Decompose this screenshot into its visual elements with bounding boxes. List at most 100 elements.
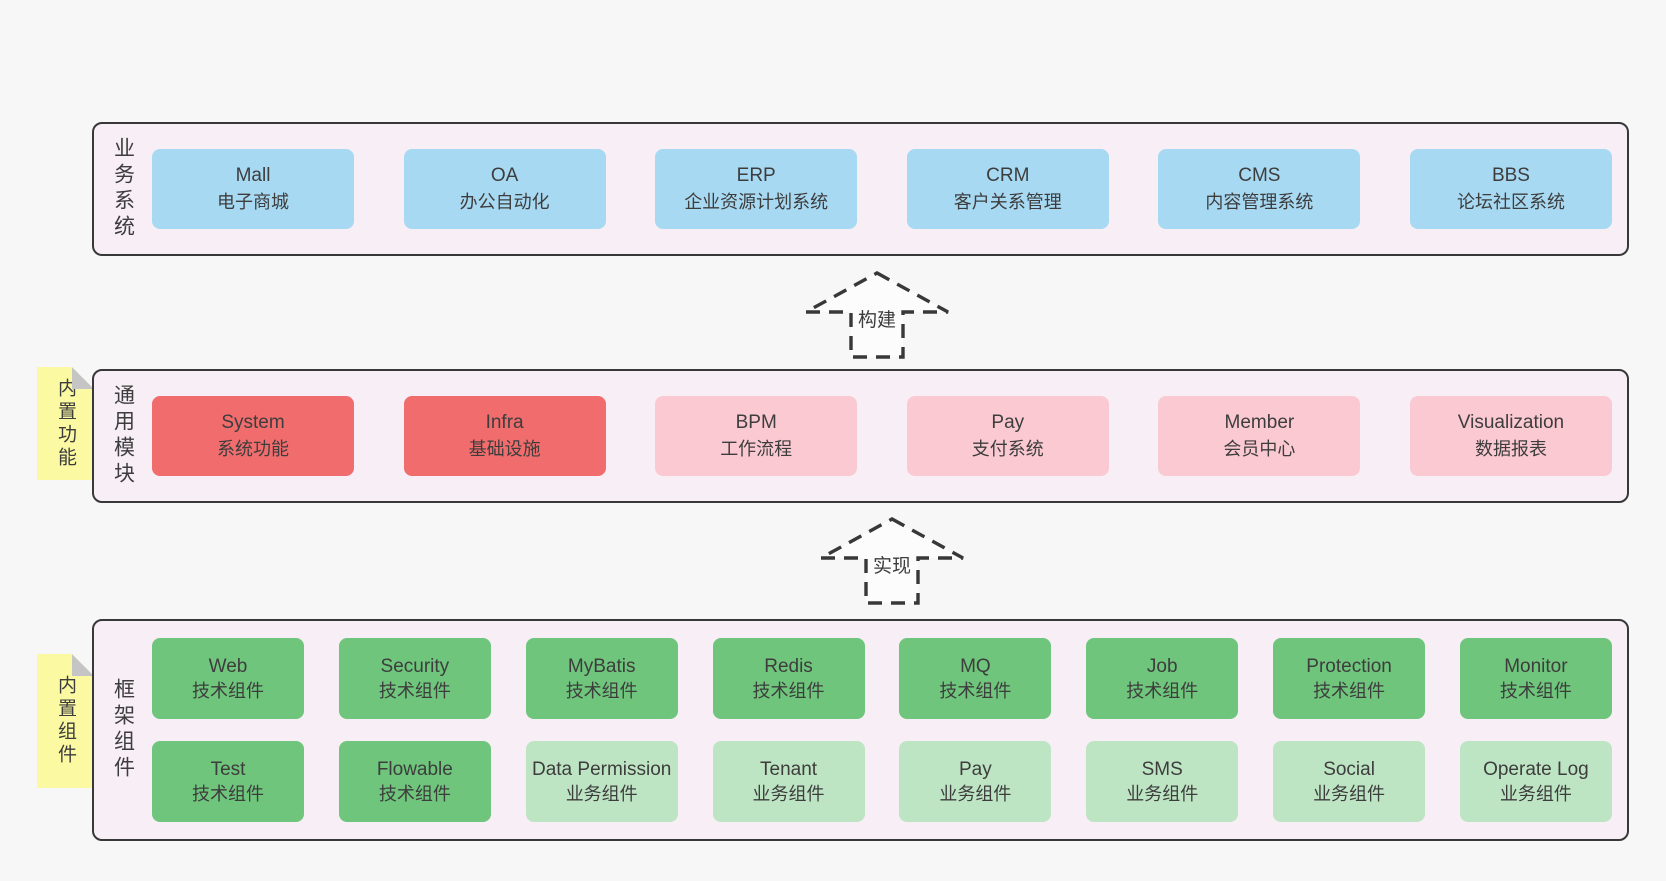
layer-title-common-modules: 通用模块 [94,371,152,501]
box-description: 技术组件 [192,680,264,701]
box-description: 支付系统 [971,439,1044,459]
box-system: System 系统功能 [152,396,354,476]
sticky-note-label: 内置组件 [55,675,76,767]
box-description: 会员中心 [1223,439,1296,459]
box-description: 技术组件 [378,783,451,804]
box-monitor: Monitor 技术组件 [1459,638,1612,719]
box-name: System [221,412,285,433]
box-name: Pay [991,412,1025,433]
layer-title-business-systems: 业务系统 [94,124,152,254]
box-description: 业务组件 [565,783,638,804]
sticky-note-label: 内置功能 [55,377,76,470]
box-name: Flowable [376,758,453,780]
box-description: 技术组件 [1126,680,1199,701]
box-description: 业务组件 [939,783,1012,804]
box-description: 业务组件 [1126,783,1199,804]
box-data-permission: Data Permission 业务组件 [525,741,678,822]
box-name: MyBatis [567,655,636,677]
box-name: Job [1146,655,1178,677]
box-description: 技术组件 [378,680,451,701]
box-name: Security [380,655,450,677]
box-name: BPM [735,412,777,433]
box-description: 技术组件 [192,783,264,804]
box-name: CRM [986,165,1030,186]
arrow-build: 构建 [804,271,950,359]
box-name: Infra [485,412,524,433]
layer-common-modules: 通用模块 System 系统功能 Infra 基础设施 BPM 工作流程 Pay… [92,369,1629,503]
sticky-note-built-in-components: 内置组件 [37,654,94,788]
layer-title-framework-components: 框架组件 [94,621,152,839]
box-sms: SMS 业务组件 [1086,741,1239,822]
box-web: Web 技术组件 [152,638,304,719]
box-name: Tenant [760,758,818,780]
arrow-label: 实现 [868,548,916,581]
box-flowable: Flowable 技术组件 [338,741,491,822]
box-oa: OA 办公自动化 [403,149,606,229]
box-bbs: BBS 论坛社区系统 [1409,149,1612,229]
box-description: 技术组件 [565,680,638,701]
box-description: 工作流程 [720,439,793,459]
box-erp: ERP 企业资源计划系统 [655,149,858,229]
box-description: 客户关系管理 [953,192,1062,212]
box-infra: Infra 基础设施 [403,396,606,476]
box-description: 数据报表 [1474,439,1547,459]
box-name: Monitor [1504,655,1568,677]
box-test: Test 技术组件 [152,741,304,822]
layer-title-text: 通用模块 [111,384,135,488]
box-description: 业务组件 [1313,783,1386,804]
sticky-fold-corner [72,367,94,389]
sticky-fold-corner [72,654,94,676]
box-description: 企业资源计划系统 [684,192,829,212]
box-name: Mall [235,165,271,186]
box-crm: CRM 客户关系管理 [906,149,1109,229]
box-description: 业务组件 [1499,783,1572,804]
common-modules-row: System 系统功能 Infra 基础设施 BPM 工作流程 Pay 支付系统… [152,371,1627,501]
box-pay-business: Pay 业务组件 [899,741,1052,822]
business-systems-row: Mall 电子商城 OA 办公自动化 ERP 企业资源计划系统 CRM 客户关系… [152,124,1627,254]
box-operate-log: Operate Log 业务组件 [1459,741,1612,822]
box-description: 基础设施 [468,439,541,459]
box-member: Member 会员中心 [1158,396,1361,476]
box-description: 技术组件 [939,680,1012,701]
box-mq: MQ 技术组件 [899,638,1052,719]
box-description: 论坛社区系统 [1456,192,1565,212]
box-name: CMS [1238,165,1281,186]
box-protection: Protection 技术组件 [1273,638,1426,719]
box-security: Security 技术组件 [338,638,491,719]
box-name: Test [210,758,246,780]
box-cms: CMS 内容管理系统 [1158,149,1361,229]
arrow-label: 构建 [853,302,901,335]
box-name: BBS [1491,165,1530,186]
box-name: Social [1323,758,1375,780]
arrow-implement: 实现 [819,517,965,605]
framework-components-row-2: Test 技术组件 Flowable 技术组件 Data Permission … [152,741,1612,822]
box-name: Pay [959,758,992,780]
sticky-note-built-in-functions: 内置功能 [37,367,94,480]
box-name: MQ [960,655,991,677]
box-visualization: Visualization 数据报表 [1409,396,1612,476]
box-mall: Mall 电子商城 [152,149,354,229]
box-mybatis: MyBatis 技术组件 [525,638,678,719]
box-name: SMS [1141,758,1183,780]
box-name: OA [490,165,519,186]
box-description: 技术组件 [1313,680,1386,701]
box-job: Job 技术组件 [1086,638,1239,719]
box-description: 业务组件 [752,783,825,804]
framework-components-row-1: Web 技术组件 Security 技术组件 MyBatis 技术组件 Redi… [152,638,1612,719]
layer-framework-components: 框架组件 Web 技术组件 Security 技术组件 MyBatis 技术组件… [92,619,1629,841]
box-name: Member [1224,412,1295,433]
box-description: 办公自动化 [459,192,550,212]
box-name: Visualization [1457,412,1565,433]
box-name: Data Permission [531,758,672,780]
framework-components-rows: Web 技术组件 Security 技术组件 MyBatis 技术组件 Redi… [152,621,1627,839]
box-description: 技术组件 [1499,680,1572,701]
layer-title-text: 业务系统 [111,137,135,241]
box-name: ERP [736,165,776,186]
box-name: Redis [764,655,813,677]
box-social: Social 业务组件 [1273,741,1426,822]
box-description: 技术组件 [752,680,825,701]
box-bpm: BPM 工作流程 [655,396,858,476]
box-description: 系统功能 [217,439,289,459]
box-name: Operate Log [1483,758,1589,780]
